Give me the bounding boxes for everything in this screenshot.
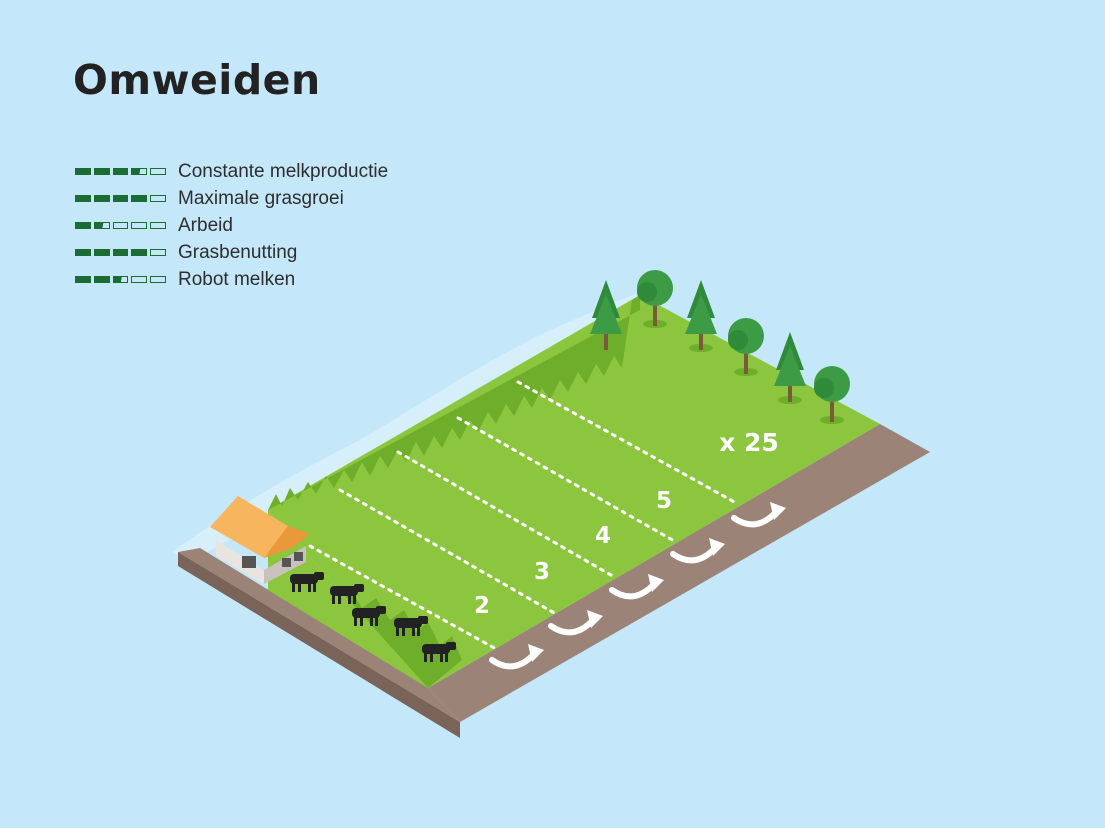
lane-number: 5 xyxy=(656,488,672,514)
lane-number: 3 xyxy=(534,559,550,585)
lane-number: 2 xyxy=(474,593,490,619)
lane-number: 4 xyxy=(595,523,611,549)
repeat-label: x 25 xyxy=(719,428,779,457)
